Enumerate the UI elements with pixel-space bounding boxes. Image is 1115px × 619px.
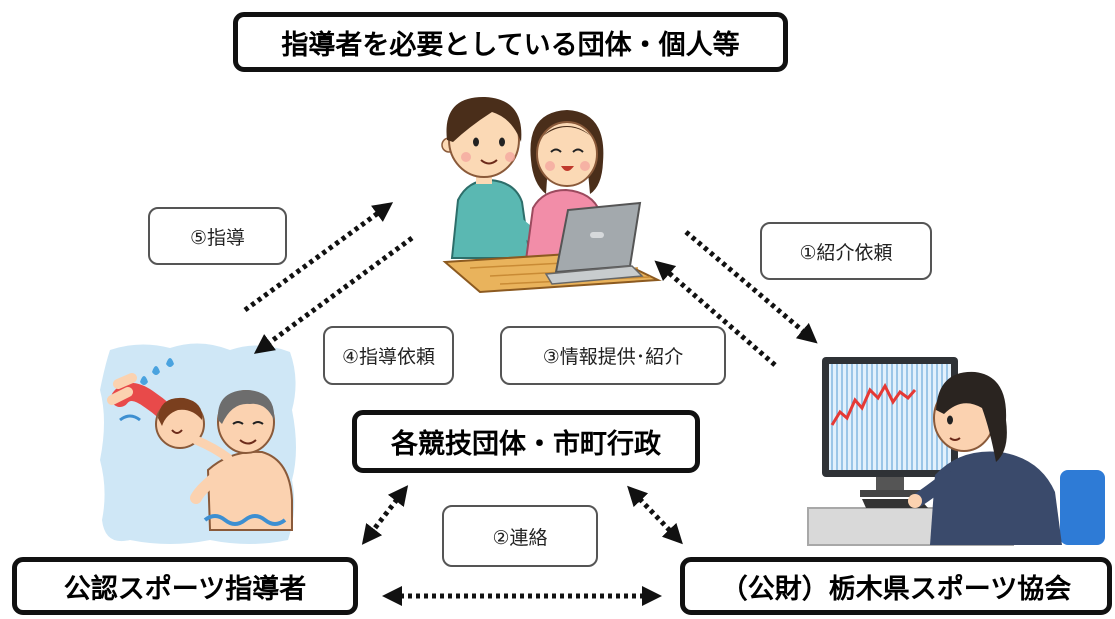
arrows — [243, 202, 818, 606]
chart-line — [830, 382, 917, 426]
arrow-step4-instruction-request — [253, 235, 414, 354]
splash-drops — [140, 358, 174, 385]
step4-label: ④指導依頼 — [323, 326, 454, 385]
laptop — [544, 201, 644, 285]
sports-organizations-box: 各競技団体・市町行政 — [352, 410, 700, 473]
instructor-figure — [190, 390, 293, 531]
arrow-step1-introduction-request — [684, 230, 818, 344]
arrow-step3-information-introduction — [654, 260, 777, 367]
step3-label: ③情報提供･紹介 — [500, 326, 726, 385]
arrow-link-middle-left — [361, 485, 409, 545]
step5-label: ⑤指導 — [148, 207, 287, 265]
child-figure — [107, 373, 233, 463]
office-worker-at-computer-illustration — [807, 357, 1105, 546]
arrow-step5-instruction — [243, 202, 394, 313]
monitor — [822, 357, 958, 497]
worker-figure — [908, 371, 1062, 545]
swimming-lesson-illustration — [100, 343, 296, 544]
certified-instructor-box: 公認スポーツ指導者 — [12, 557, 358, 615]
step1-label: ①紹介依頼 — [760, 222, 932, 280]
step2-label: ②連絡 — [442, 505, 598, 567]
sports-association-box: （公財）栃木県スポーツ協会 — [680, 557, 1112, 615]
arrow-link-middle-right — [627, 485, 683, 545]
requesters-box: 指導者を必要としている団体・個人等 — [233, 12, 788, 72]
chair — [1060, 470, 1105, 545]
water-waves — [119, 414, 287, 526]
couple-at-laptop-illustration — [441, 96, 662, 294]
